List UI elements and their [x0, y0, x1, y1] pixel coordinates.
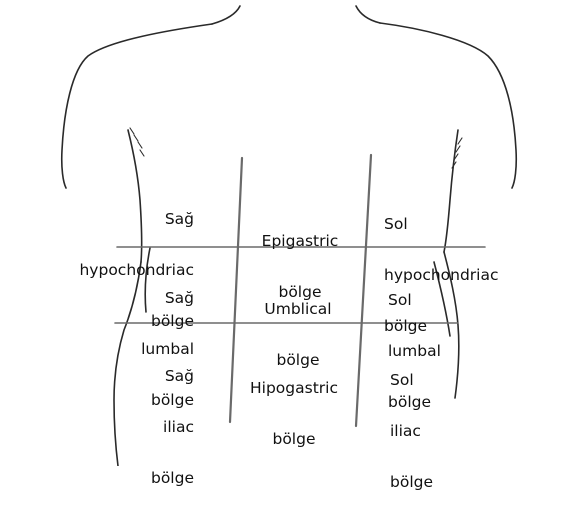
abdominal-regions-diagram: Sağ hypochondriac bölge Epigastric bölge… — [0, 0, 566, 466]
neck-right-outline — [356, 6, 380, 23]
neck-left-outline — [212, 6, 240, 24]
region-umbilical-line1: Umblical — [238, 301, 358, 318]
right-shoulder-outline — [380, 23, 516, 188]
region-right-iliac-line1: Sağ — [110, 368, 194, 385]
region-left-lumbar-line1: Sol — [388, 292, 478, 309]
left-shoulder-outline — [62, 24, 212, 188]
region-hypogastric: Hipogastric bölge — [232, 346, 356, 482]
region-left-hypochondriac-line1: Sol — [384, 216, 560, 233]
region-epigastric-line1: Epigastric — [240, 233, 360, 250]
region-left-iliac-line2: iliac — [390, 423, 480, 440]
region-right-iliac-line3: bölge — [110, 470, 194, 487]
left-armpit-hatch — [130, 128, 144, 156]
region-right-lumbar-line1: Sağ — [110, 290, 194, 307]
region-left-iliac-line1: Sol — [390, 372, 480, 389]
region-right-iliac: Sağ iliac bölge — [110, 334, 194, 521]
region-hypogastric-line2: bölge — [232, 431, 356, 448]
region-left-iliac: Sol iliac bölge — [390, 338, 480, 525]
region-hypogastric-line1: Hipogastric — [232, 380, 356, 397]
region-left-iliac-line3: bölge — [390, 474, 480, 491]
region-right-hypochondriac-line1: Sağ — [10, 211, 194, 228]
region-right-iliac-line2: iliac — [110, 419, 194, 436]
